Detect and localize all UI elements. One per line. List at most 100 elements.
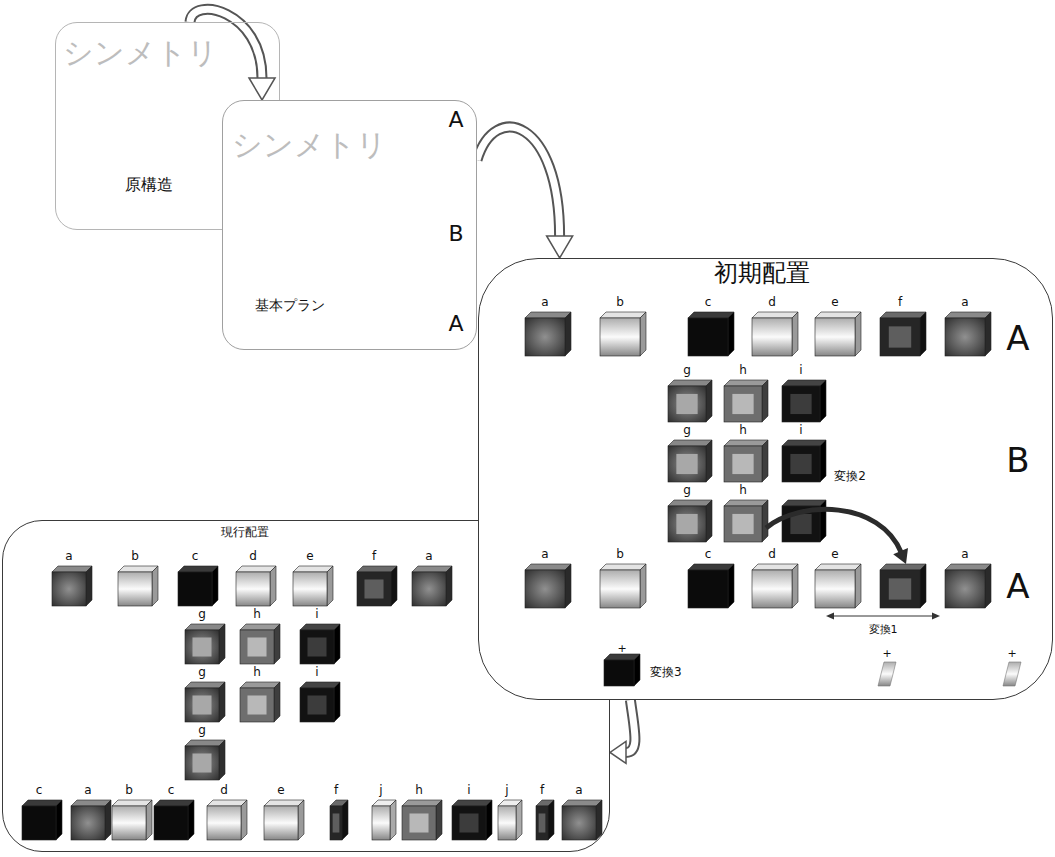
transform-label: 変換1: [869, 624, 898, 636]
cube-letter: b: [131, 550, 139, 563]
text-holder: d: [768, 296, 776, 309]
text-holder: d: [768, 548, 776, 561]
cube-letter: d: [768, 296, 776, 309]
text-holder: g: [683, 424, 691, 437]
text-holder: g: [683, 484, 691, 497]
cube-letter: f: [540, 784, 544, 797]
cube-letter: i: [799, 364, 802, 377]
text-holder: h: [253, 608, 261, 621]
watermark: シンメトリ: [63, 36, 218, 69]
text-holder: a: [961, 296, 968, 309]
cube-letter: i: [315, 608, 318, 621]
plus-mark: +: [617, 643, 626, 655]
panel: シンメトリ基本プランABA: [222, 100, 477, 350]
text-holder: f: [372, 550, 376, 563]
text-holder: a: [84, 784, 91, 797]
cube-letter: h: [253, 666, 261, 679]
text-holder: c: [36, 784, 43, 797]
text-holder: b: [616, 296, 624, 309]
text-holder: d: [220, 784, 228, 797]
text-holder: e: [831, 548, 838, 561]
text-holder: c: [705, 548, 712, 561]
text-holder: シンメトリ: [232, 128, 387, 161]
text-holder: 変換1: [869, 624, 898, 636]
text-holder: b: [616, 548, 624, 561]
cube-letter: b: [125, 784, 133, 797]
text-holder: h: [739, 364, 747, 377]
cube-letter: e: [831, 548, 838, 561]
cube-letter: e: [306, 550, 313, 563]
plus-mark: +: [1007, 648, 1016, 660]
cube-letter: c: [36, 784, 43, 797]
cube-letter: c: [168, 784, 175, 797]
cube-letter: d: [249, 550, 257, 563]
text-holder: 変換3: [650, 666, 682, 679]
cube-letter: f: [898, 296, 902, 309]
text-holder: c: [168, 784, 175, 797]
cube-letter: g: [198, 666, 206, 679]
cube-illustration: [478, 258, 1053, 700]
text-holder: g: [198, 666, 206, 679]
cube-letter: b: [616, 296, 624, 309]
text-holder: B: [448, 222, 463, 246]
text-holder: i: [799, 364, 802, 377]
text-holder: a: [575, 784, 582, 797]
cube-letter: a: [961, 296, 968, 309]
section-letter: B: [448, 222, 463, 246]
text-holder: e: [277, 784, 284, 797]
arrow-head: [610, 741, 626, 763]
cube-letter: a: [961, 548, 968, 561]
text-holder: i: [467, 784, 470, 797]
text-holder: +: [1007, 648, 1016, 660]
cube-letter: d: [768, 548, 776, 561]
cube-letter: a: [541, 548, 548, 561]
cube-letter: h: [739, 364, 747, 377]
arrow-body: [477, 127, 560, 236]
cube-letter: g: [198, 724, 206, 737]
cube-letter: c: [705, 296, 712, 309]
flow-arrow: [610, 700, 635, 763]
text-holder: A: [1006, 568, 1029, 605]
cube-letter: i: [467, 784, 470, 797]
cube-letter: h: [253, 608, 261, 621]
section-letter: A: [448, 312, 463, 336]
text-holder: a: [425, 550, 432, 563]
cube-letter: e: [831, 296, 838, 309]
text-holder: +: [617, 643, 626, 655]
cube-letter: i: [799, 424, 802, 437]
arrow-head: [249, 78, 275, 100]
text-holder: i: [799, 424, 802, 437]
text-holder: f: [898, 296, 902, 309]
text-holder: 基本プラン: [255, 298, 325, 313]
text-holder: a: [65, 550, 72, 563]
cube-letter: g: [683, 484, 691, 497]
text-holder: 変換2: [834, 470, 866, 483]
text-holder: A: [448, 312, 463, 336]
text-holder: h: [253, 666, 261, 679]
text-holder: h: [415, 784, 423, 797]
cube-letter: h: [739, 424, 747, 437]
panel-title: 原構造: [125, 176, 173, 194]
transform-label: 変換3: [650, 666, 682, 679]
panel-title: 初期配置: [714, 260, 810, 286]
text-holder: h: [739, 424, 747, 437]
text-holder: f: [540, 784, 544, 797]
cube-letter: a: [425, 550, 432, 563]
text-holder: d: [249, 550, 257, 563]
arrow-body: [626, 700, 635, 752]
cube-letter: c: [705, 548, 712, 561]
text-holder: i: [315, 608, 318, 621]
text-holder: e: [831, 296, 838, 309]
plus-mark: +: [882, 648, 891, 660]
text-holder: A: [1006, 320, 1029, 357]
text-holder: g: [198, 608, 206, 621]
cube-letter: g: [683, 424, 691, 437]
arrow-head: [547, 236, 573, 258]
text-holder: j: [379, 784, 382, 797]
cube-letter: i: [315, 666, 318, 679]
text-holder: j: [505, 784, 508, 797]
cube-letter: a: [84, 784, 91, 797]
cube-letter: g: [683, 364, 691, 377]
transform-label: 変換2: [834, 470, 866, 483]
cube-letter: h: [739, 484, 747, 497]
